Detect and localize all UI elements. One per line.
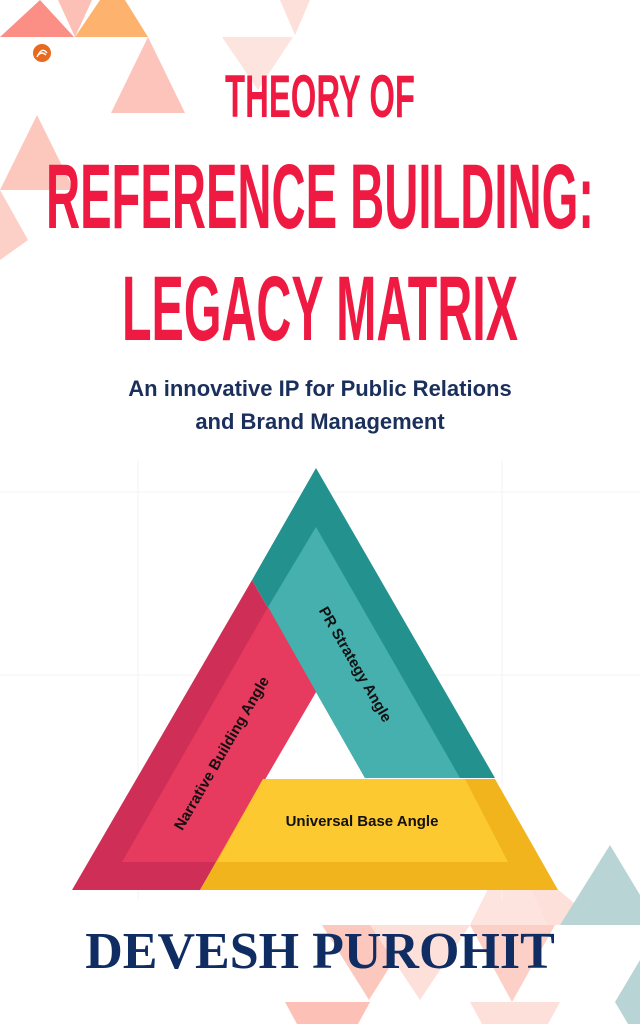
teal-inner	[268, 527, 460, 778]
title-block: THEORY OF REFERENCE BUILDING: LEGACY MAT…	[46, 63, 594, 360]
title-line-3: LEGACY MATRIX	[122, 258, 518, 360]
subtitle-line-2: and Brand Management	[195, 409, 445, 434]
triangle-diagram	[72, 468, 558, 890]
subtitle-line-1: An innovative IP for Public Relations	[128, 376, 512, 401]
yellow-inner	[217, 779, 508, 862]
subtitle: An innovative IP for Public Relations an…	[0, 372, 640, 438]
title-line-2: REFERENCE BUILDING:	[46, 146, 594, 248]
author-name: DEVESH PUROHIT	[85, 923, 555, 980]
publisher-logo-icon	[33, 44, 51, 62]
title-line-1: THEORY OF	[225, 63, 415, 130]
red-inner	[122, 607, 316, 862]
label-universal-base-angle: Universal Base Angle	[285, 813, 439, 830]
